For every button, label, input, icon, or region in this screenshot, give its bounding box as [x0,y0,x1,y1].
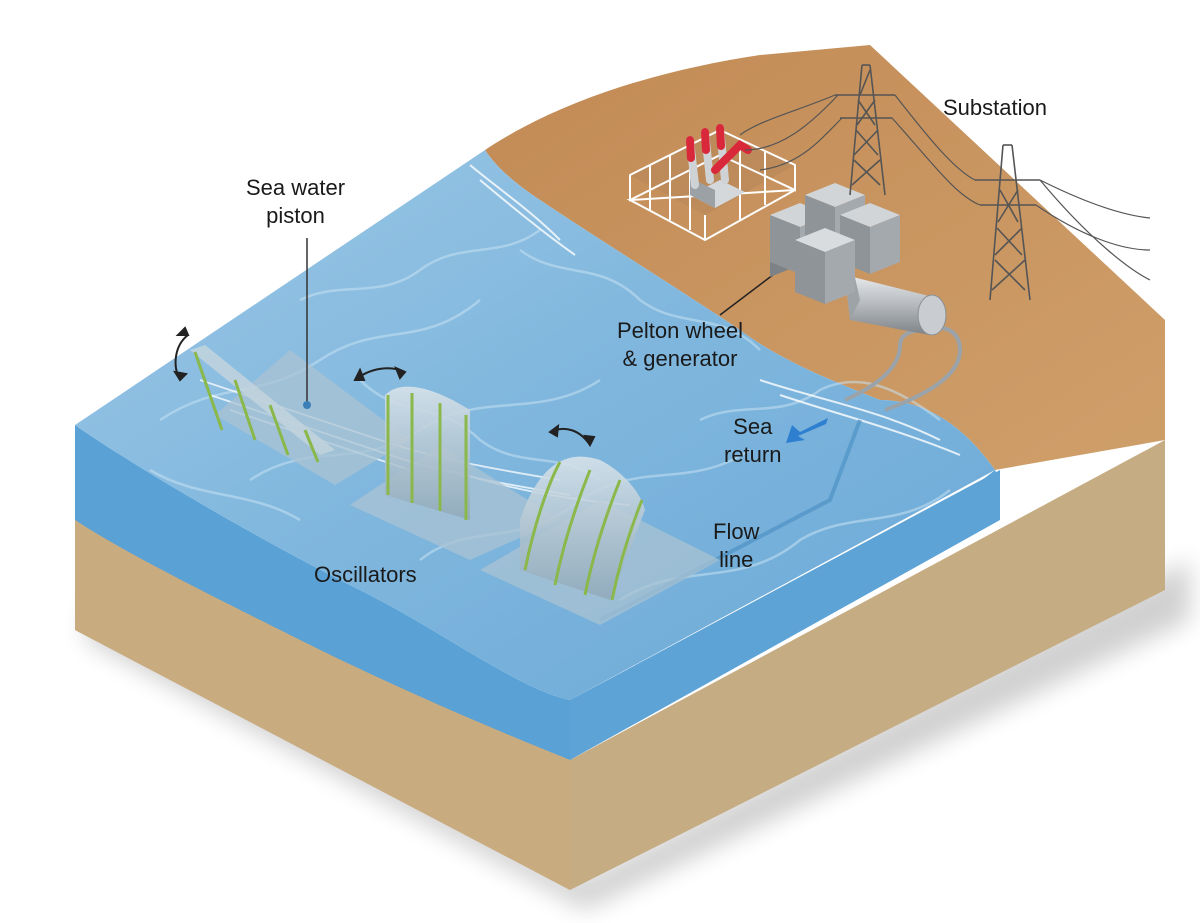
sea-return-label-line-1: Sea [733,414,773,439]
pelton-wheel-label: Pelton wheel & generator [617,317,743,373]
supply-pipe [884,326,963,412]
pelton-label-line-2: & generator [622,346,738,371]
base-plate-1 [215,350,410,485]
oscillator-flap-1 [190,345,335,463]
substation-text: Substation [943,95,1047,120]
shoreline-foam [469,164,961,456]
pelton-label-line-1: Pelton wheel [617,318,743,343]
sea-water-piston-marker [303,401,311,409]
transmission-pylon-2 [975,144,1040,301]
sea-side-face [75,425,570,760]
sea-return-arrow [786,418,828,443]
piston-label-line-1: Sea water [246,175,346,200]
substation-label: Substation [943,94,1047,122]
transmission-pylon-1 [835,64,895,196]
sand-under-sea-left [75,520,570,890]
flow-line-label-line-1: Flow [713,519,760,544]
sea-right-face-lower [570,470,1000,760]
flow-line-label: Flow line [713,518,759,574]
oscillators-text: Oscillators [314,562,417,587]
pelton-generator-blocks [770,183,900,304]
oscillator-flap-3 [520,456,645,601]
substation-enclosure [626,124,796,242]
flow-line-label-line-2: line [719,547,754,572]
sea-water-piston-label: Sea water piston [246,174,345,230]
oscillation-arrows [172,326,596,448]
oscillator-flap-2 [385,386,470,520]
sea-return-label-line-2: return [724,442,782,467]
front-right-sand-face [570,440,1165,890]
power-lines [739,94,1151,281]
piston-label-line-2: piston [266,203,325,228]
sea-return-label: Sea return [724,413,781,469]
oscillators-label: Oscillators [314,561,417,589]
sea-return-pipe [844,328,926,402]
